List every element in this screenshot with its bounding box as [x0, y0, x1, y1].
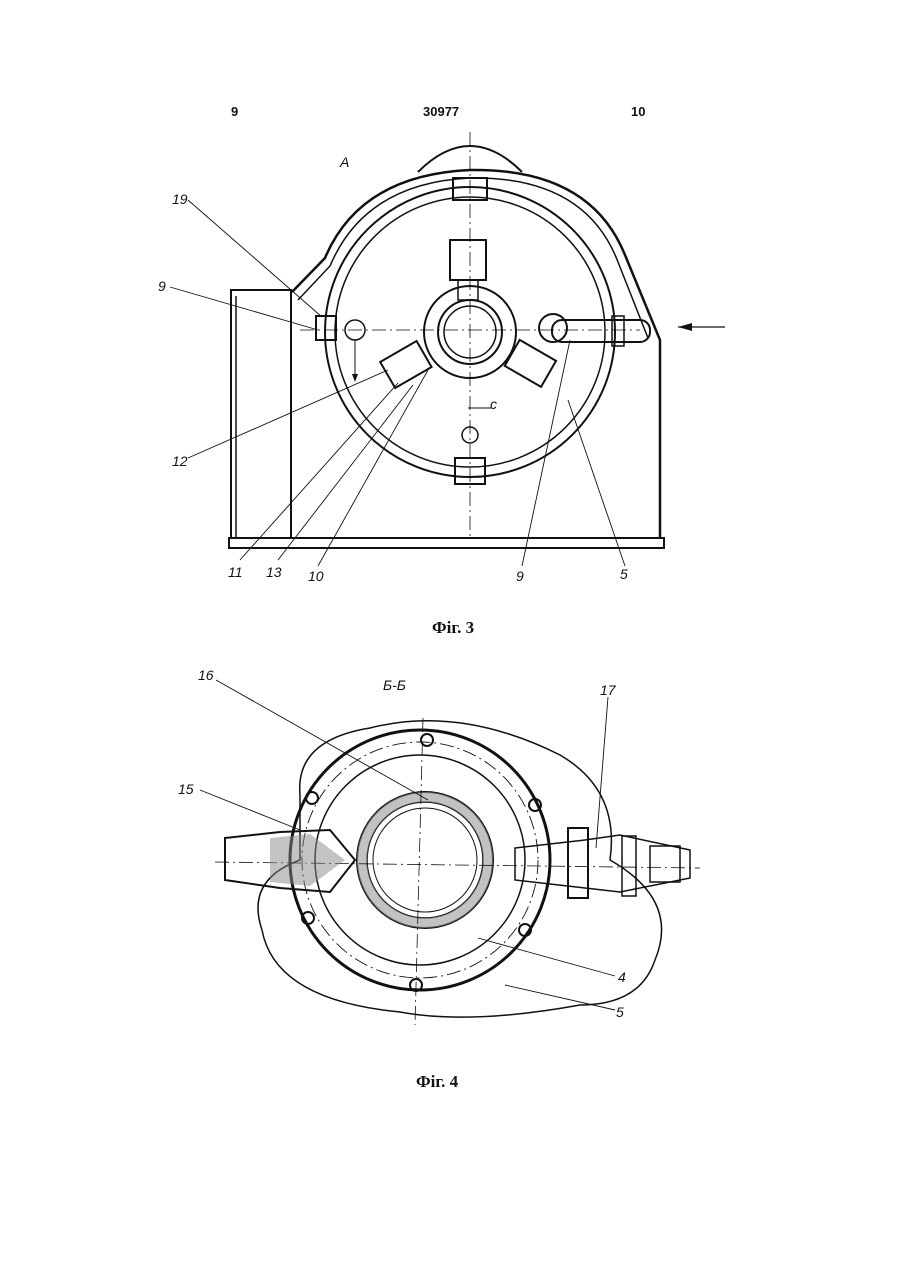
figure-3-caption: Фіг. 3	[432, 618, 474, 638]
fig3-callout-9-right: 9	[516, 568, 524, 584]
fig3-drum	[300, 132, 640, 540]
fig4-callout-5: 5	[616, 1004, 624, 1020]
fig3-callout-10: 10	[308, 568, 324, 584]
fig3-callout-9-left: 9	[158, 278, 166, 294]
fig3-callout-12: 12	[172, 453, 188, 469]
fig3-gap-label: c	[490, 396, 497, 412]
fig3-leaders	[170, 200, 625, 566]
fig4-callout-15: 15	[178, 781, 194, 797]
fig3-housing	[229, 146, 664, 548]
fig3-callout-5: 5	[620, 566, 628, 582]
fig3-callout-13: 13	[266, 564, 282, 580]
fig3-clamps	[316, 178, 556, 484]
figure-4-caption: Фіг. 4	[416, 1072, 458, 1092]
fig4-section-label: Б-Б	[383, 677, 406, 693]
fig4-callout-4: 4	[618, 969, 626, 985]
fig3-callout-19: 19	[172, 191, 188, 207]
fig4-callout-17: 17	[600, 682, 617, 698]
fig3-view-label: А	[339, 154, 349, 170]
fig4-callout-16: 16	[198, 667, 214, 683]
fig3-callout-11: 11	[228, 564, 243, 580]
